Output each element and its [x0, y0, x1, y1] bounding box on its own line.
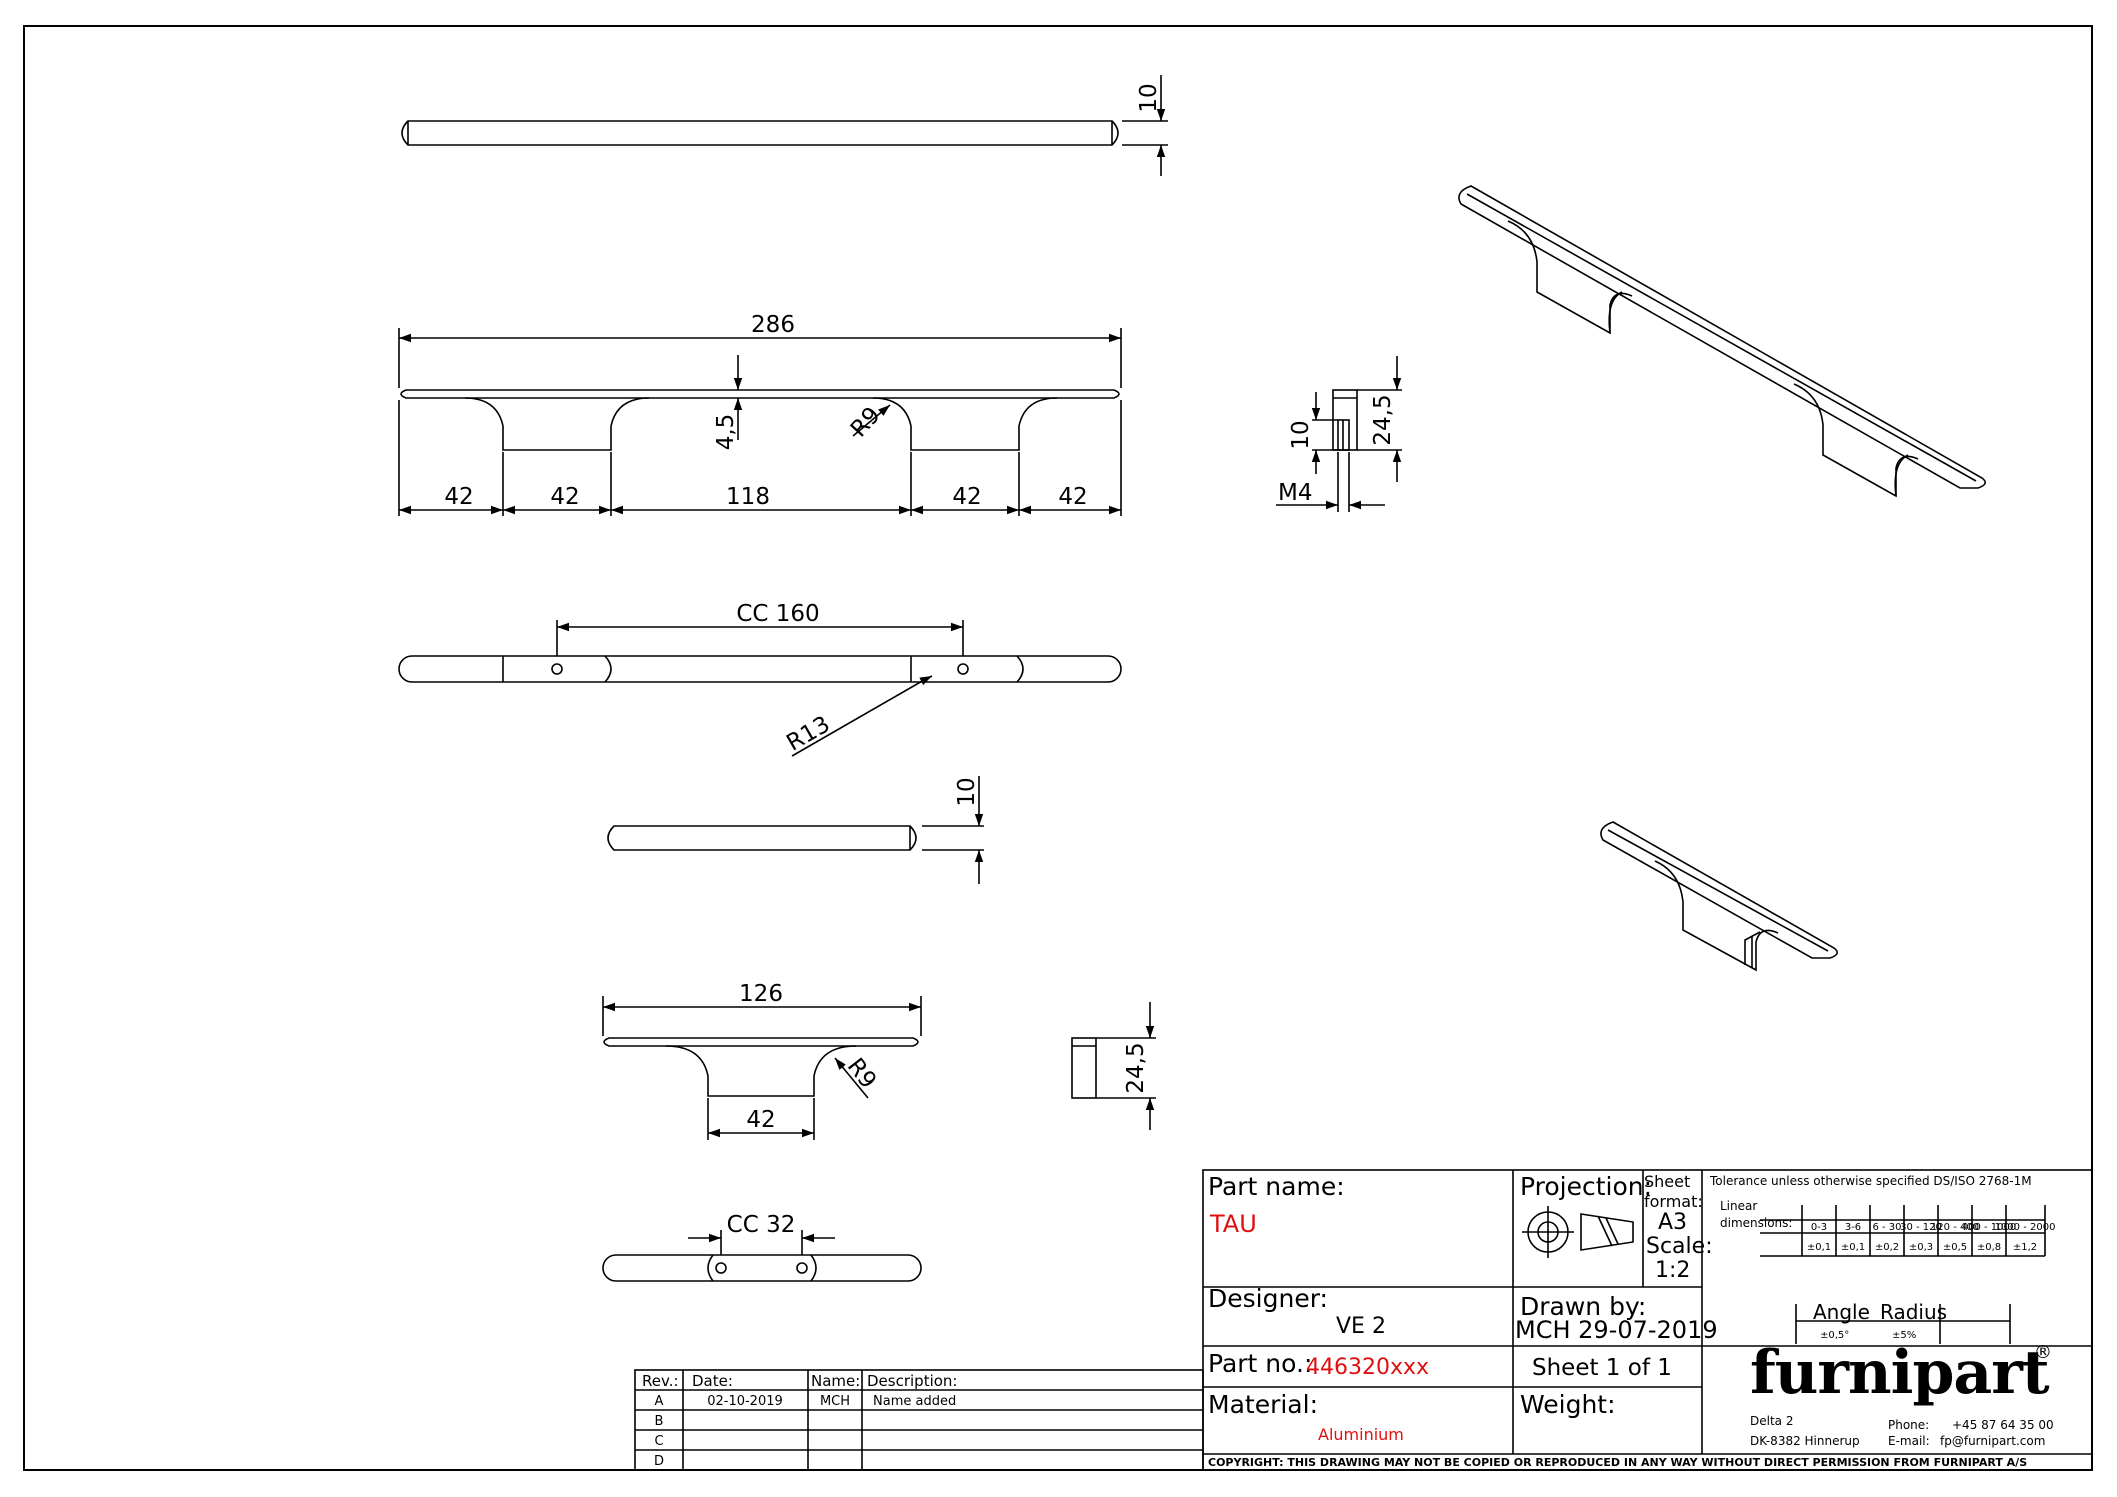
view-side-small — [1071, 1002, 1156, 1130]
radius-label: Radius — [1880, 1300, 1948, 1324]
registered-mark: ® — [2034, 1342, 2052, 1363]
drawn-by-value: MCH 29-07-2019 — [1515, 1316, 1718, 1344]
rev-row-c-rev: C — [654, 1434, 663, 1449]
tol-range-4: 30 - 120 — [1900, 1222, 1942, 1233]
dim-thread: M4 — [1278, 480, 1312, 506]
dim-seg-e: 42 — [1058, 484, 1087, 510]
scale-label: Scale: — [1646, 1234, 1713, 1259]
rev-header-name: Name: — [811, 1372, 860, 1390]
view-bottom-small — [602, 1230, 922, 1282]
isometric-long — [1458, 185, 1986, 498]
sheet-border — [23, 25, 2093, 1471]
tol-value-6: ±0,8 — [1977, 1242, 2001, 1253]
rev-row-a-date: 02-10-2019 — [707, 1394, 783, 1409]
dim-small-side-height: 24,5 — [1123, 1042, 1149, 1093]
tol-range-7: 1000 - 2000 — [1995, 1222, 2056, 1233]
tol-range-1: 0-3 — [1811, 1222, 1827, 1233]
part-no-value: 446320xxx — [1306, 1355, 1430, 1380]
dim-small-radius: R9 — [842, 1054, 881, 1094]
designer-label: Designer: — [1208, 1284, 1328, 1313]
copyright-notice: COPYRIGHT: THIS DRAWING MAY NOT BE COPIE… — [1208, 1456, 2028, 1469]
tol-value-2: ±0,1 — [1841, 1242, 1865, 1253]
scale-value: 1:2 — [1655, 1258, 1691, 1283]
sheet-format-label: Sheet format: — [1644, 1172, 1703, 1211]
phone-label: Phone: — [1888, 1418, 1930, 1432]
dim-seg-b: 42 — [550, 484, 579, 510]
dim-side-height-small: 10 — [1288, 420, 1314, 449]
tol-range-6: 400 - 1000 — [1962, 1222, 2017, 1233]
view-top-long — [401, 75, 1168, 176]
dim-top-height: 10 — [1136, 83, 1162, 112]
view-front-small — [602, 996, 922, 1140]
tolerance-title: Tolerance unless otherwise specified DS/… — [1710, 1174, 2032, 1188]
dim-small-seg: 42 — [746, 1107, 775, 1133]
angle-label: Angle — [1813, 1300, 1870, 1324]
revision-table-grid — [634, 1369, 1204, 1471]
rev-row-a-rev: A — [655, 1394, 664, 1409]
dim-seg-a: 42 — [444, 484, 473, 510]
drawn-by-label: Drawn by: — [1520, 1292, 1647, 1321]
part-name-value: TAU — [1210, 1210, 1257, 1238]
dim-seg-d: 42 — [952, 484, 981, 510]
dim-cc-main: CC 160 — [736, 601, 819, 627]
view-side-long — [1276, 356, 1402, 512]
email-value: fp@furnipart.com — [1940, 1434, 2046, 1448]
address-line-1: Delta 2 — [1750, 1414, 1794, 1428]
dim-small-top-height: 10 — [954, 777, 980, 806]
isometric-small — [1600, 821, 1838, 972]
linear-dimensions-label: Linear dimensions: — [1720, 1199, 1793, 1230]
dim-seg-c: 118 — [726, 484, 770, 510]
company-logo: furnipart — [1750, 1338, 2050, 1408]
radius-tolerance: ±5% — [1892, 1330, 1917, 1341]
view-bottom-long — [398, 620, 1122, 757]
weight-label: Weight: — [1520, 1390, 1616, 1419]
rev-row-d-rev: D — [654, 1454, 664, 1469]
tol-value-5: ±0,5 — [1943, 1242, 1967, 1253]
sheet-format-value: A3 — [1658, 1210, 1688, 1235]
address-line-2: DK-8382 Hinnerup — [1750, 1434, 1860, 1448]
part-name-label: Part name: — [1208, 1172, 1345, 1201]
dim-radius-end: R13 — [782, 711, 834, 756]
rev-header-rev: Rev.: — [642, 1372, 679, 1390]
view-top-small — [607, 776, 984, 884]
rev-row-a-desc: Name added — [873, 1394, 956, 1409]
dim-side-height-large: 24,5 — [1370, 394, 1396, 445]
angle-tolerance: ±0,5° — [1820, 1330, 1850, 1341]
title-block-grid — [1202, 1169, 2093, 1471]
rev-header-desc: Description: — [867, 1372, 957, 1390]
sheet-count: Sheet 1 of 1 — [1532, 1355, 1672, 1381]
rev-row-a-name: MCH — [820, 1394, 850, 1409]
phone-value: +45 87 64 35 00 — [1952, 1418, 2054, 1432]
dim-overall-length: 286 — [751, 312, 795, 338]
part-no-label: Part no.: — [1208, 1349, 1313, 1378]
material-label: Material: — [1208, 1390, 1318, 1419]
designer-value: VE 2 — [1336, 1314, 1386, 1339]
dim-small-length: 126 — [739, 981, 783, 1007]
dim-cc-small: CC 32 — [727, 1212, 796, 1238]
tol-value-4: ±0,3 — [1909, 1242, 1933, 1253]
tol-value-1: ±0,1 — [1807, 1242, 1831, 1253]
tol-range-5: 120 - 400 — [1931, 1222, 1979, 1233]
tol-value-3: ±0,2 — [1875, 1242, 1899, 1253]
tol-range-3: 6 - 30 — [1872, 1222, 1901, 1233]
rev-header-date: Date: — [692, 1372, 733, 1390]
projection-label: Projection: — [1520, 1172, 1653, 1201]
email-label: E-mail: — [1888, 1434, 1930, 1448]
rev-row-b-rev: B — [655, 1414, 664, 1429]
tol-range-2: 3-6 — [1845, 1222, 1861, 1233]
material-value: Aluminium — [1318, 1425, 1404, 1444]
dim-radius-main: R9 — [846, 402, 886, 442]
dim-depth-small: 4,5 — [713, 414, 739, 451]
view-front-long — [398, 328, 1122, 516]
tol-value-7: ±1,2 — [2013, 1242, 2037, 1253]
